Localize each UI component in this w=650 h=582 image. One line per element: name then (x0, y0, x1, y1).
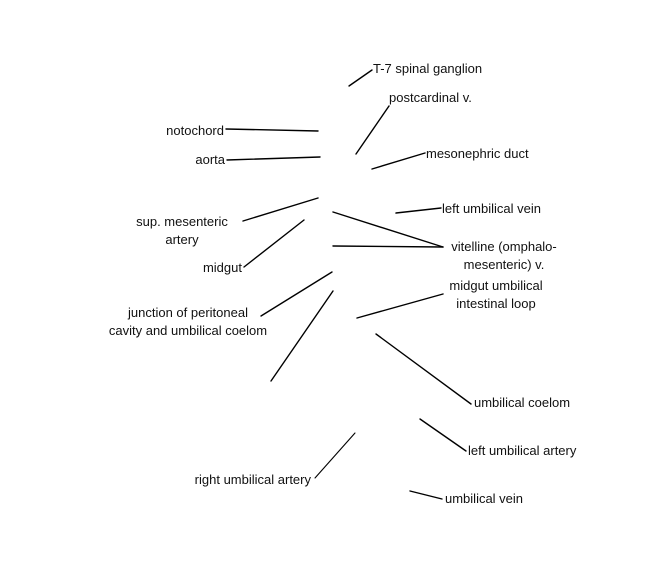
label-midgut-umbilical-loop-line1: midgut umbilical (449, 278, 543, 293)
label-umbilical-vein: umbilical vein (445, 491, 524, 506)
label-sup-mesenteric-artery-line1: sup. mesenteric (136, 214, 228, 229)
label-sup-mesenteric-artery-line2: artery (165, 232, 199, 247)
leader-midgut-umbilical-loop (356, 293, 444, 319)
label-sup-mesenteric-artery: sup. mesenteric artery (122, 213, 242, 249)
label-midgut-umbilical-loop-line2: intestinal loop (456, 296, 536, 311)
label-junction-line1: junction of peritoneal (128, 305, 248, 320)
label-vitelline-line1: vitelline (omphalo- (451, 239, 557, 254)
label-right-umbilical-artery: right umbilical artery (194, 472, 311, 487)
leader-left-umbilical-artery (419, 418, 467, 452)
label-left-umbilical-artery: left umbilical artery (468, 443, 577, 458)
leader-vitelline-upper (332, 211, 444, 248)
label-junction-peritoneal: junction of peritoneal cavity and umbili… (94, 304, 282, 340)
leader-mesonephric-duct (371, 152, 426, 170)
leader-aorta (226, 156, 321, 161)
leader-notochord (225, 128, 319, 132)
label-umbilical-coelom: umbilical coelom (474, 395, 571, 410)
label-aorta: aorta (195, 152, 225, 167)
leader-right-umbilical-artery (314, 432, 356, 479)
leader-vitelline-lower (332, 245, 444, 248)
label-notochord: notochord (166, 123, 224, 138)
leader-left-umbilical-vein (395, 207, 442, 214)
label-midgut: midgut (202, 260, 242, 275)
label-vitelline-v: vitelline (omphalo- mesenteric) v. (440, 238, 568, 274)
leader-midgut (243, 219, 305, 268)
leader-umbilical-coelom (375, 333, 472, 405)
leader-junction-peritoneal (260, 271, 333, 317)
leader-sup-mesenteric-artery (242, 197, 319, 222)
label-junction-line2: cavity and umbilical coelom (108, 323, 268, 338)
leader-t7-spinal-ganglion (348, 69, 373, 87)
leader-long-umbilical (270, 290, 334, 382)
label-postcardinal-v: postcardinal v. (389, 90, 472, 105)
leader-postcardinal-v (355, 105, 390, 155)
label-midgut-umbilical-loop: midgut umbilical intestinal loop (438, 277, 554, 313)
label-left-umbilical-vein: left umbilical vein (442, 201, 541, 216)
label-vitelline-line2: mesenteric) v. (463, 257, 545, 272)
label-mesonephric-duct: mesonephric duct (426, 146, 529, 161)
label-t7-spinal-ganglion: T-7 spinal ganglion (373, 61, 483, 76)
leader-umbilical-vein (409, 490, 443, 500)
